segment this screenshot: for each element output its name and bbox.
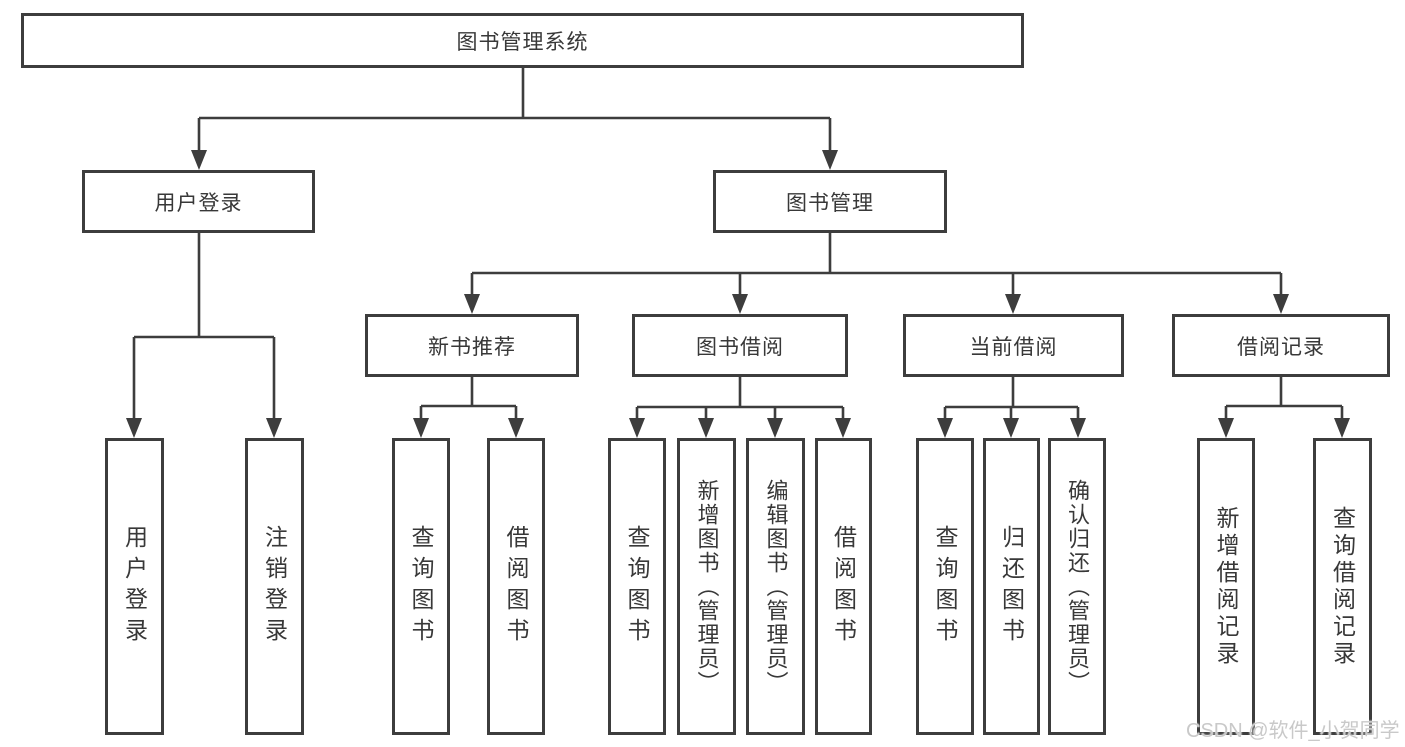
arrow-down-icon [1334,418,1350,438]
node-root-label: 图书管理系统 [456,30,589,54]
node-bb-borrow-books: 借阅图书 [815,438,872,735]
arrow-down-icon [413,418,429,438]
node-root: 图书管理系统 [21,13,1024,68]
node-current-borrow-label: 当前借阅 [969,335,1058,359]
arrow-down-icon [464,294,480,314]
node-book-borrow-label: 图书借阅 [696,335,784,359]
node-cb-return-books: 归还图书 [983,438,1040,735]
node-bb-borrow-books-label: 借阅图书 [830,524,857,649]
node-login-label: 用户登录 [121,524,148,649]
arrow-down-icon [191,150,207,170]
node-bb-query-books: 查询图书 [608,438,666,735]
node-borrow-records-label: 借阅记录 [1237,335,1325,359]
arrow-down-icon [1070,418,1086,438]
arrow-down-icon [835,418,851,438]
node-bb-edit-books: 编辑图书（管理员） [746,438,805,735]
node-cb-return-books-label: 归还图书 [998,524,1025,649]
node-user-login: 用户登录 [82,170,315,233]
node-nbr-borrow-books: 借阅图书 [487,438,545,735]
arrow-down-icon [629,418,645,438]
node-cb-confirm-return: 确认归还（管理员） [1048,438,1106,735]
arrow-down-icon [126,418,142,438]
arrow-down-icon [1218,418,1234,438]
node-bb-add-books: 新增图书（管理员） [677,438,736,735]
node-bb-add-books-label: 新增图书（管理员） [694,478,720,695]
node-login: 用户登录 [105,438,164,735]
node-br-add-record: 新增借阅记录 [1197,438,1255,735]
node-borrow-records: 借阅记录 [1172,314,1390,377]
node-book-management: 图书管理 [713,170,947,233]
node-nbr-borrow-books-label: 借阅图书 [503,524,529,649]
node-book-management-label: 图书管理 [786,191,874,215]
node-bb-query-books-label: 查询图书 [624,524,650,649]
arrow-down-icon [698,418,714,438]
node-new-book-recommend-label: 新书推荐 [428,335,516,359]
node-book-borrow: 图书借阅 [632,314,848,377]
node-nbr-query-books: 查询图书 [392,438,450,735]
csdn-watermark: CSDN @软件_小贺同学 [1186,720,1400,742]
arrow-down-icon [937,418,953,438]
arrow-down-icon [508,418,524,438]
node-br-query-record-label: 查询借阅记录 [1329,505,1356,668]
node-logout-label: 注销登录 [261,524,288,649]
arrow-down-icon [1003,418,1019,438]
arrow-down-icon [732,294,748,314]
arrow-down-icon [1273,294,1289,314]
arrow-down-icon [822,150,838,170]
arrow-down-icon [767,418,783,438]
node-br-add-record-label: 新增借阅记录 [1213,505,1239,668]
node-br-query-record: 查询借阅记录 [1313,438,1372,735]
node-cb-confirm-return-label: 确认归还（管理员） [1065,478,1090,695]
node-cb-query-books: 查询图书 [916,438,974,735]
node-new-book-recommend: 新书推荐 [365,314,579,377]
arrow-down-icon [1005,294,1021,314]
arrow-down-icon [266,418,282,438]
node-bb-edit-books-label: 编辑图书（管理员） [763,478,789,695]
node-nbr-query-books-label: 查询图书 [408,524,434,649]
node-logout: 注销登录 [245,438,304,735]
node-user-login-label: 用户登录 [154,191,243,215]
node-cb-query-books-label: 查询图书 [932,524,958,649]
node-current-borrow: 当前借阅 [903,314,1124,377]
arrowheads [126,150,1350,438]
